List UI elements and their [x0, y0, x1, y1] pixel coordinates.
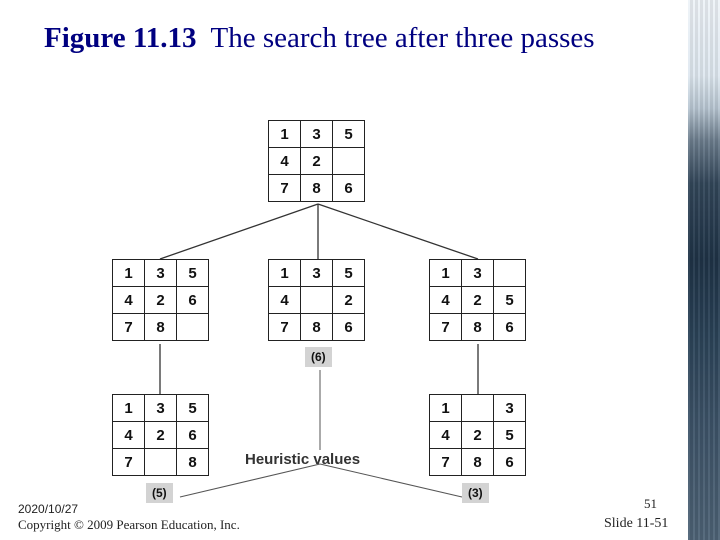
tile: 4 — [269, 148, 301, 175]
tile: 4 — [430, 287, 462, 314]
tile: 7 — [430, 449, 462, 476]
tile: 1 — [113, 395, 145, 422]
tile: 6 — [177, 287, 209, 314]
tile: 6 — [333, 175, 365, 202]
tile: 4 — [269, 287, 301, 314]
page-number: 51 — [644, 496, 657, 512]
tile: 1 — [269, 121, 301, 148]
tile — [301, 287, 333, 314]
tile: 5 — [177, 260, 209, 287]
tile — [494, 260, 526, 287]
decorative-side-strip — [688, 0, 720, 540]
tile: 3 — [301, 260, 333, 287]
tile — [177, 314, 209, 341]
tile: 5 — [494, 422, 526, 449]
tile — [333, 148, 365, 175]
board-level1-middle: 1 3 5 4 2 7 8 6 — [268, 259, 365, 341]
board-level2-right: 1 3 4 2 5 7 8 6 — [429, 394, 526, 476]
board-level2-left: 1 3 5 4 2 6 7 8 — [112, 394, 209, 476]
tile: 5 — [494, 287, 526, 314]
tile: 7 — [269, 314, 301, 341]
heuristic-value-bottom-right: (3) — [462, 483, 489, 503]
tile: 2 — [145, 422, 177, 449]
copyright-notice: Copyright © 2009 Pearson Education, Inc. — [18, 517, 240, 533]
figure-label: Figure 11.13 — [44, 22, 197, 54]
tile: 3 — [494, 395, 526, 422]
tile: 7 — [430, 314, 462, 341]
tile: 6 — [333, 314, 365, 341]
heuristic-values-label: Heuristic values — [245, 451, 360, 468]
tile: 1 — [113, 260, 145, 287]
tile: 6 — [494, 449, 526, 476]
board-level1-right: 1 3 4 2 5 7 8 6 — [429, 259, 526, 341]
tile: 8 — [462, 314, 494, 341]
tile: 8 — [145, 314, 177, 341]
tile: 5 — [177, 395, 209, 422]
tile — [145, 449, 177, 476]
board-root: 1 3 5 4 2 7 8 6 — [268, 120, 365, 202]
tile: 8 — [301, 175, 333, 202]
tile: 2 — [462, 287, 494, 314]
tile: 3 — [145, 395, 177, 422]
tile: 8 — [177, 449, 209, 476]
tile: 3 — [145, 260, 177, 287]
tile: 6 — [494, 314, 526, 341]
tile: 3 — [301, 121, 333, 148]
heuristic-value-middle: (6) — [305, 347, 332, 367]
tile: 7 — [113, 314, 145, 341]
slide-title: Figure 11.13 The search tree after three … — [44, 22, 595, 55]
tile: 7 — [269, 175, 301, 202]
tile: 6 — [177, 422, 209, 449]
slide-date: 2020/10/27 — [18, 502, 78, 516]
tile: 2 — [145, 287, 177, 314]
tile: 1 — [430, 395, 462, 422]
tile: 5 — [333, 260, 365, 287]
slide-number: Slide 11-51 — [604, 516, 668, 532]
tile: 4 — [430, 422, 462, 449]
tile: 1 — [269, 260, 301, 287]
heuristic-value-bottom-left: (5) — [146, 483, 173, 503]
tile: 5 — [333, 121, 365, 148]
tile: 7 — [113, 449, 145, 476]
tile: 2 — [462, 422, 494, 449]
tile: 8 — [301, 314, 333, 341]
figure-caption: The search tree after three passes — [211, 22, 595, 54]
tile — [462, 395, 494, 422]
tile: 2 — [333, 287, 365, 314]
board-level1-left: 1 3 5 4 2 6 7 8 — [112, 259, 209, 341]
tile: 2 — [301, 148, 333, 175]
tile: 8 — [462, 449, 494, 476]
tile: 1 — [430, 260, 462, 287]
tile: 4 — [113, 287, 145, 314]
tile: 4 — [113, 422, 145, 449]
tile: 3 — [462, 260, 494, 287]
